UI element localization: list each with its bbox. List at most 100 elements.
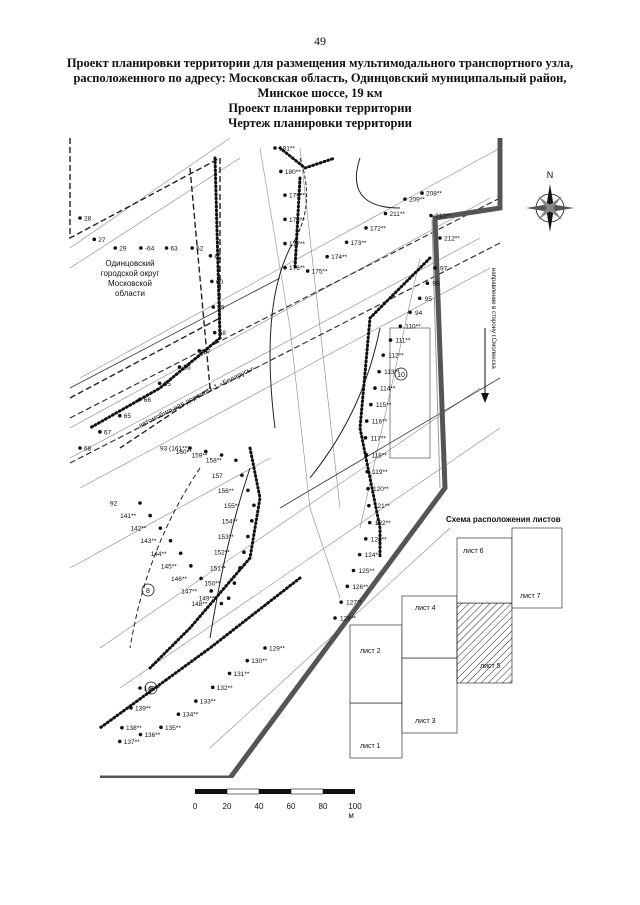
point-label: 181** — [279, 146, 295, 153]
point-marker — [203, 449, 208, 454]
point-marker — [283, 217, 287, 222]
point-label: 212** — [444, 236, 460, 243]
point-marker — [388, 338, 393, 342]
point-label: 110** — [405, 324, 421, 331]
point-label: 65 — [124, 413, 132, 420]
point-label: 68 — [84, 446, 92, 453]
territory-boundary-inner — [431, 219, 441, 489]
scale-labels: 0 20 40 60 80 100 м — [190, 802, 362, 820]
scale-tick: 60 — [286, 802, 296, 811]
point-label: 172** — [370, 225, 386, 232]
point-label: 157 — [212, 473, 223, 480]
svg-text:области: области — [115, 289, 145, 298]
direction-arrow-head — [481, 393, 489, 403]
point-label: 112** — [388, 353, 404, 360]
point-label: 132** — [217, 685, 233, 692]
point-marker — [345, 584, 350, 589]
svg-text:городской округ: городской округ — [101, 269, 160, 278]
point-marker — [279, 169, 283, 174]
page-number: 49 — [314, 34, 326, 48]
point-marker — [383, 211, 388, 216]
point-marker — [212, 330, 217, 335]
svg-text:лист 5: лист 5 — [480, 663, 501, 670]
point-labels-top: 181**180**179**178**177**176**175**174**… — [273, 146, 460, 276]
point-marker — [178, 551, 183, 556]
point-marker — [420, 191, 424, 195]
point-label: 141** — [120, 513, 136, 520]
title-line-3: Минское шоссе, 19 км — [257, 86, 383, 100]
point-marker — [366, 486, 370, 491]
point-marker — [117, 739, 122, 744]
point-label: 148** — [191, 601, 207, 608]
zone-10-area — [389, 327, 431, 459]
point-label: 130** — [251, 658, 267, 665]
point-label: 136** — [144, 732, 160, 739]
point-label: 179** — [289, 193, 305, 200]
point-marker — [208, 254, 213, 258]
left-boundary — [69, 138, 221, 449]
scale-tick: 100 м — [348, 802, 362, 820]
sheet-5-hatched — [456, 602, 513, 684]
title-line-5: Чертеж планировки территории — [228, 116, 412, 130]
point-marker — [263, 646, 267, 650]
point-label: 178** — [289, 217, 305, 224]
point-label: 29 — [119, 246, 127, 253]
sheet-7 — [511, 527, 563, 609]
point-label: 121** — [374, 503, 390, 510]
point-label: 137** — [124, 739, 140, 746]
direction-label: направление в сторону г.Смоленска — [490, 268, 496, 369]
point-label: 138** — [126, 725, 142, 732]
point-marker — [138, 732, 143, 737]
point-label: 57 — [203, 348, 211, 355]
point-marker — [197, 349, 202, 353]
point-marker — [194, 699, 198, 703]
point-marker — [283, 265, 287, 270]
point-marker — [245, 658, 250, 663]
point-marker — [148, 513, 152, 518]
point-label: 208** — [426, 191, 442, 198]
point-label: 119** — [372, 469, 388, 476]
point-label: 176** — [289, 265, 305, 272]
point-label: 66 — [144, 397, 152, 404]
point-label: 131** — [234, 671, 250, 678]
point-marker — [363, 436, 368, 440]
point-label: 155** — [224, 503, 240, 510]
point-label: 117** — [370, 435, 386, 442]
point-labels-center: 93 (161**)160**159**158**157156**155**15… — [110, 446, 256, 608]
point-marker — [403, 197, 407, 201]
point-marker — [226, 596, 231, 601]
point-label: 129** — [269, 646, 285, 653]
point-marker — [365, 469, 369, 474]
point-label: 145** — [161, 563, 177, 570]
point-marker — [138, 501, 142, 505]
point-label: 125** — [358, 568, 374, 575]
point-label: 140** — [144, 686, 160, 693]
sheet-6 — [456, 537, 513, 604]
point-marker — [234, 458, 238, 463]
point-label: -64 — [145, 246, 155, 253]
point-marker — [398, 324, 403, 328]
point-marker — [209, 589, 214, 593]
point-marker — [283, 193, 287, 197]
point-label: 143** — [141, 538, 157, 545]
point-label: 95 — [425, 296, 433, 303]
point-label: 139** — [135, 705, 151, 712]
territory-boundary — [100, 138, 503, 778]
point-label: 67 — [104, 429, 112, 436]
point-chains — [88, 146, 432, 730]
scale-tick: 80 — [318, 802, 328, 811]
point-marker — [339, 600, 343, 604]
point-marker — [381, 353, 386, 357]
sheet-1 — [349, 702, 403, 759]
point-marker — [425, 281, 430, 285]
point-marker — [176, 712, 181, 716]
point-label: 63 — [171, 246, 179, 253]
point-marker — [351, 568, 356, 573]
point-label: 56 — [183, 365, 191, 372]
point-marker — [438, 236, 442, 240]
point-marker — [129, 706, 133, 710]
point-marker — [246, 534, 250, 539]
point-label: 174** — [331, 254, 347, 261]
point-label: 142** — [130, 526, 146, 533]
